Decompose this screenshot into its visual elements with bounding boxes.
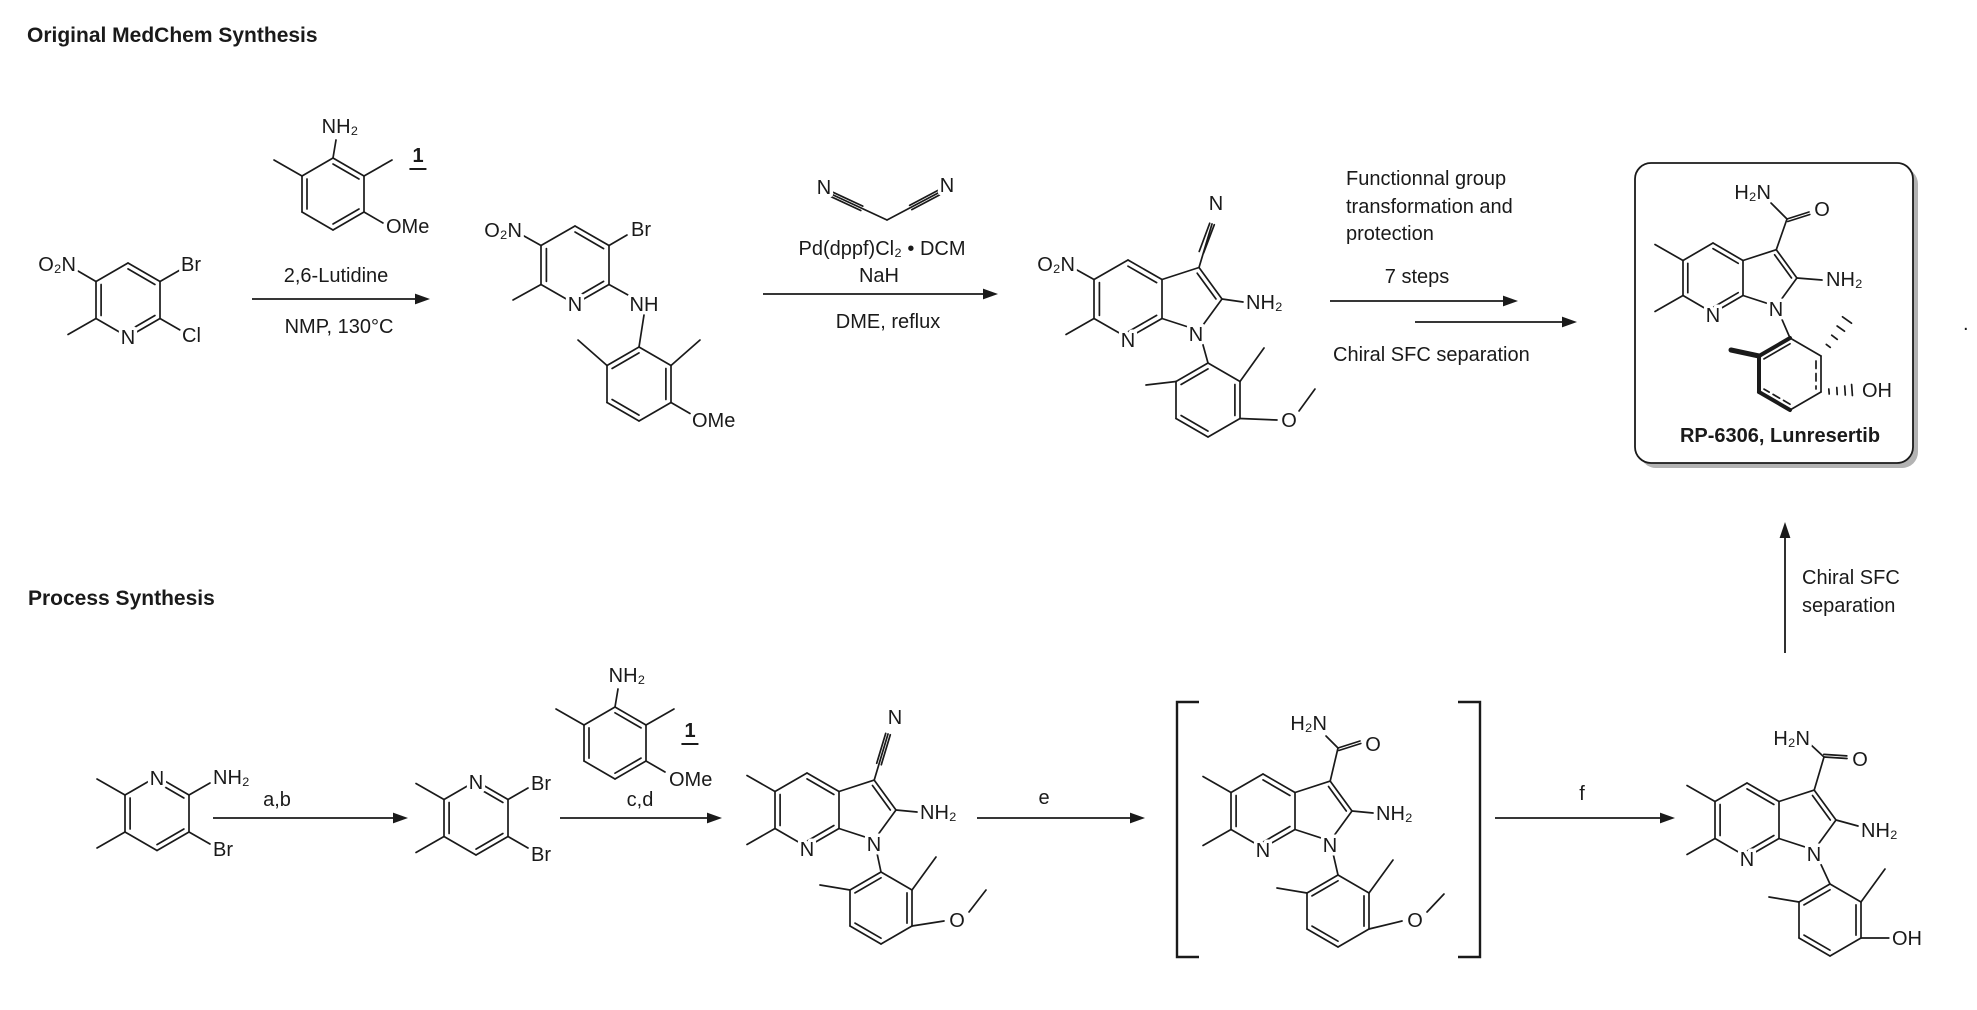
pyrrole-n-label: N <box>867 834 881 856</box>
bromo-label: Br <box>181 254 201 276</box>
ring-n-label: N <box>121 327 135 349</box>
amine-label: NH₂ <box>213 767 250 789</box>
nitro-label: O₂N <box>38 254 76 276</box>
pyrrole-n-label: N <box>1807 844 1821 866</box>
methoxy-o-label: O <box>1281 410 1297 432</box>
arrow-chiral-up <box>1779 522 1791 653</box>
nitrile-n-label: N <box>888 707 902 729</box>
aminopyridine-br: N NH₂ Br <box>96 764 253 865</box>
amide-nh2-label: H₂N <box>1734 182 1771 204</box>
nitrile-n-label: N <box>940 175 954 197</box>
product-box <box>1634 162 1918 468</box>
chloro-label: Cl <box>182 325 201 347</box>
bromo-label: Br <box>213 839 233 861</box>
methoxy-label: OMe <box>692 410 735 432</box>
pyrrole-n-label: N <box>1769 299 1783 321</box>
arrow-step2 <box>763 288 998 300</box>
nitro-label: O₂N <box>1037 254 1075 276</box>
amine-label: NH₂ <box>1861 820 1898 842</box>
nitrile-n-label: N <box>817 177 831 199</box>
bracket-right <box>1458 700 1482 959</box>
azaindole-nitrile-no2: O₂N N NH₂ N N O <box>1034 190 1316 438</box>
amine-label: NH₂ <box>322 116 359 138</box>
bromo-label: Br <box>631 219 651 241</box>
product-rp6306-structure: H₂N O NH₂ N N OH <box>1654 179 1896 412</box>
methoxy-o-label: O <box>1407 910 1423 932</box>
arrow-e <box>977 812 1145 824</box>
nitropyridine-anilino: O₂N BrN NH OMe <box>481 216 739 436</box>
ring-n-label: N <box>469 772 483 794</box>
nitrile-n-label: N <box>1209 193 1223 215</box>
amine-label: NH₂ <box>920 802 957 824</box>
arrow-cd <box>560 812 722 824</box>
ring-n-label: N <box>150 768 164 790</box>
hydroxy-label: OH <box>1862 380 1892 402</box>
arrow-sfc <box>1415 316 1577 328</box>
aniline-reagent-bottom: NH₂ OMe <box>555 662 716 795</box>
azaindole-amide-oh-racemic: H₂N O NH₂ N N OH <box>1686 725 1926 957</box>
carbonyl-o-label: O <box>1852 749 1868 771</box>
arrow-7steps <box>1330 295 1518 307</box>
methoxy-o-label: O <box>949 910 965 932</box>
pyrrole-n-label: N <box>1189 324 1203 346</box>
bromo-label: Br <box>531 844 551 866</box>
hydroxy-label: OH <box>1892 928 1922 950</box>
carbonyl-o-label: O <box>1365 734 1381 756</box>
amine-label: NH₂ <box>609 665 646 687</box>
aniline-reagent-top: NH₂ OMe <box>273 113 433 242</box>
anilino-nh-label: NH <box>630 294 659 316</box>
arrow-ab <box>213 812 408 824</box>
methoxy-label: OMe <box>669 769 712 791</box>
amide-nh2-label: H₂N <box>1290 713 1327 735</box>
azaindole-nitrile-ome: N N N NH₂ O <box>746 704 987 945</box>
ring-n-label: N <box>568 294 582 316</box>
amide-nh2-label: H₂N <box>1773 728 1810 750</box>
pyridine-n-label: N <box>1740 849 1754 871</box>
azaindole-amide-ome-intermediate: H₂N O NH₂ N N O <box>1202 710 1445 948</box>
pyridine-n-label: N <box>800 839 814 861</box>
carbonyl-o-label: O <box>1814 199 1830 221</box>
nitro-label: O₂N <box>484 220 522 242</box>
amine-label: NH₂ <box>1246 292 1283 314</box>
amine-label: NH₂ <box>1826 269 1863 291</box>
arrow-f <box>1495 812 1675 824</box>
pyridine-n-label: N <box>1256 840 1270 862</box>
arrow-step1 <box>252 293 430 305</box>
amine-label: NH₂ <box>1376 803 1413 825</box>
bracket-left <box>1175 700 1199 959</box>
bromo-label: Br <box>531 773 551 795</box>
pyridine-n-label: N <box>1121 330 1135 352</box>
pyridine-n-label: N <box>1706 305 1720 327</box>
methoxy-label: OMe <box>386 216 429 238</box>
pyrrole-n-label: N <box>1323 835 1337 857</box>
